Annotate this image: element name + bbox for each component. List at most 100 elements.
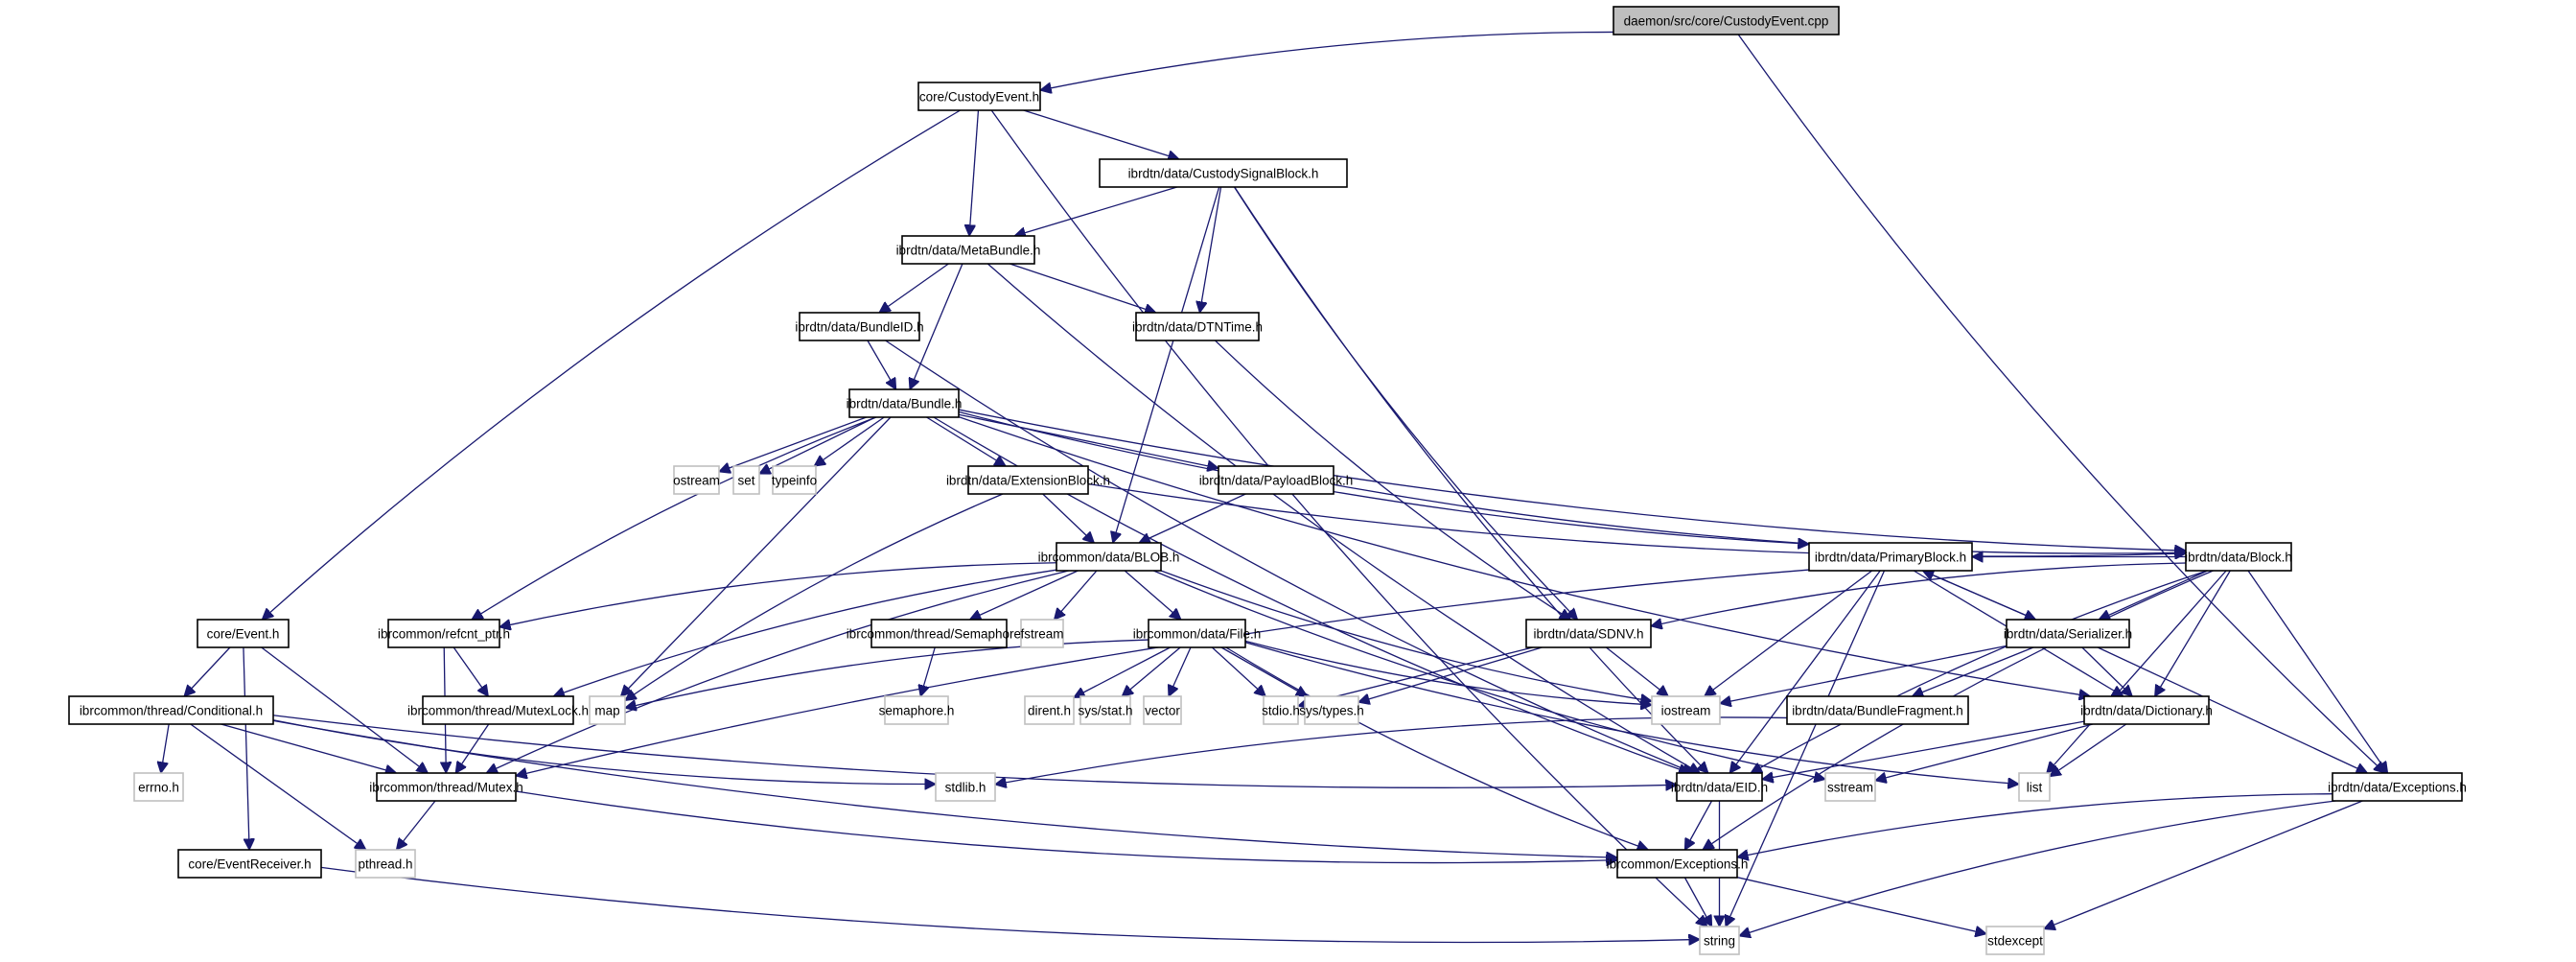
node-conditional[interactable]: ibrcommon/thread/Conditional.h [68, 695, 274, 725]
node-event[interactable]: core/Event.h [197, 619, 290, 648]
edge-bundle-to-refcnt [472, 416, 877, 620]
edge-custodysignalblock-to-eid [1234, 186, 1708, 773]
node-eid[interactable]: ibrdtn/data/EID.h [1671, 772, 1768, 802]
edge-primaryblock-to-iostream [1705, 570, 1873, 696]
edge-block-to-sdnv [1651, 562, 2187, 626]
edge-refcnt-to-mutexlock [453, 646, 488, 696]
edge-serializer-to-dictionary [2081, 646, 2132, 696]
edge-custodyevent_h-to-custodysignalblock [1023, 109, 1179, 159]
node-label: fstream [1020, 627, 1063, 642]
edge-metabundle-to-bundle [910, 263, 963, 389]
node-blob[interactable]: ibrcommon/data/BLOB.h [1038, 542, 1180, 572]
edge-dictionary-to-sstream [1875, 723, 2094, 781]
node-custodysignalblock[interactable]: ibrdtn/data/CustodySignalBlock.h [1099, 158, 1348, 188]
edge-block-to-list [2047, 570, 2227, 773]
node-sdnv[interactable]: ibrdtn/data/SDNV.h [1525, 619, 1652, 648]
node-box [1985, 926, 2045, 955]
node-box [589, 695, 626, 725]
node-bundle[interactable]: ibrdtn/data/Bundle.h [847, 388, 963, 418]
edge-blob-to-mutex [486, 570, 1069, 773]
node-box [1525, 619, 1652, 648]
node-serializer[interactable]: ibrdtn/data/Serializer.h [2004, 619, 2132, 648]
edge-blob-to-semaphore_h [970, 570, 1079, 620]
node-label: iostream [1661, 704, 1711, 718]
node-dictionary[interactable]: ibrdtn/data/Dictionary.h [2080, 695, 2213, 725]
node-label: ibrcommon/data/File.h [1133, 627, 1262, 642]
node-typeinfo: typeinfo [772, 465, 817, 495]
node-dtntime[interactable]: ibrdtn/data/DTNTime.h [1132, 312, 1263, 341]
node-eventreceiver[interactable]: core/EventReceiver.h [177, 849, 322, 879]
node-bundleid[interactable]: ibrdtn/data/BundleID.h [795, 312, 924, 341]
node-box [1676, 772, 1763, 802]
node-file[interactable]: ibrcommon/data/File.h [1133, 619, 1262, 648]
node-box [1079, 695, 1131, 725]
node-label: ibrcommon/thread/Conditional.h [80, 704, 263, 718]
node-bundlefragment[interactable]: ibrdtn/data/BundleFragment.h [1786, 695, 1969, 725]
node-pthread: pthread.h [355, 849, 416, 879]
node-box [68, 695, 274, 725]
node-label: pthread.h [358, 857, 412, 872]
node-root[interactable]: daemon/src/core/CustodyEvent.cpp [1613, 6, 1840, 35]
edge-file-to-iostream [1244, 640, 1652, 705]
node-fstream: fstream [1020, 619, 1064, 648]
node-box [1263, 695, 1299, 725]
edge-bundleid-to-bundle [867, 340, 896, 389]
edge-bundle-to-dictionary [958, 415, 2090, 696]
edge-extensionblock-to-map [625, 493, 1004, 700]
node-block[interactable]: ibrdtn/data/Block.h [2185, 542, 2292, 572]
edge-payloadblock-to-block [1333, 483, 2186, 553]
node-extensionblock[interactable]: ibrdtn/data/ExtensionBlock.h [946, 465, 1110, 495]
edge-bundle-to-set [759, 416, 876, 474]
node-primaryblock[interactable]: ibrdtn/data/PrimaryBlock.h [1808, 542, 1973, 572]
node-box [870, 619, 1008, 648]
edges-layer [161, 31, 2388, 942]
node-mutex[interactable]: ibrcommon/thread/Mutex.h [369, 772, 523, 802]
node-commonexceptions[interactable]: ibrcommon/Exceptions.h [1607, 849, 1749, 879]
edge-commonexceptions-to-stdexcept [1736, 877, 1986, 934]
node-box [177, 849, 322, 879]
node-label: ibrdtn/data/BundleID.h [795, 320, 923, 335]
edge-bundle-to-map [621, 416, 892, 696]
node-label: sstream [1827, 781, 1873, 795]
node-box [2006, 619, 2130, 648]
edge-serializer-to-bundlefragment [1912, 646, 2034, 696]
edge-dataexceptions-to-commonexceptions [1737, 793, 2333, 857]
node-custodyevent_h[interactable]: core/CustodyEvent.h [917, 82, 1041, 111]
node-semaphore_sys: semaphore.h [879, 695, 955, 725]
node-ostream: ostream [673, 465, 720, 495]
node-box [1616, 849, 1738, 879]
node-box [1135, 312, 1260, 341]
node-mutexlock[interactable]: ibrcommon/thread/MutexLock.h [407, 695, 589, 725]
node-semaphore_h[interactable]: ibrcommon/thread/Semaphore.h [847, 619, 1033, 648]
edge-dictionary-to-list [2050, 723, 2127, 777]
edge-metabundle-to-dtntime [1010, 263, 1155, 313]
edge-custodysignalblock-to-metabundle [1014, 186, 1177, 236]
node-box [1651, 695, 1721, 725]
edge-blob-to-mutexlock [553, 569, 1057, 696]
node-label: core/CustodyEvent.h [919, 90, 1039, 105]
node-stdlib: stdlib.h [935, 772, 996, 802]
node-box [1020, 619, 1064, 648]
edge-mutexlock-to-mutex [455, 723, 490, 773]
node-metabundle[interactable]: ibrdtn/data/MetaBundle.h [896, 235, 1041, 265]
node-stdexcept: stdexcept [1985, 926, 2045, 955]
node-payloadblock[interactable]: ibrdtn/data/PayloadBlock.h [1199, 465, 1354, 495]
node-label: ibrdtn/data/Dictionary.h [2080, 704, 2213, 718]
node-box [2185, 542, 2292, 572]
node-box [884, 695, 949, 725]
node-vector: vector [1143, 695, 1182, 725]
node-label: map [594, 704, 619, 718]
node-label: ibrdtn/data/SDNV.h [1533, 627, 1643, 642]
node-label: ibrdtn/data/Bundle.h [847, 397, 963, 411]
node-box [376, 772, 517, 802]
node-refcnt[interactable]: ibrcommon/refcnt_ptr.h [378, 619, 510, 648]
node-label: ibrdtn/data/Exceptions.h [2328, 781, 2467, 795]
edge-conditional-to-mutex [220, 723, 397, 773]
edge-primaryblock-to-mutex [516, 569, 1810, 776]
node-label: ibrdtn/data/PrimaryBlock.h [1815, 551, 1966, 565]
node-label: ibrcommon/Exceptions.h [1607, 857, 1749, 872]
node-label: semaphore.h [879, 704, 955, 718]
edge-block-to-eid [1751, 570, 2208, 773]
node-box [935, 772, 996, 802]
node-dataexceptions[interactable]: ibrdtn/data/Exceptions.h [2328, 772, 2467, 802]
